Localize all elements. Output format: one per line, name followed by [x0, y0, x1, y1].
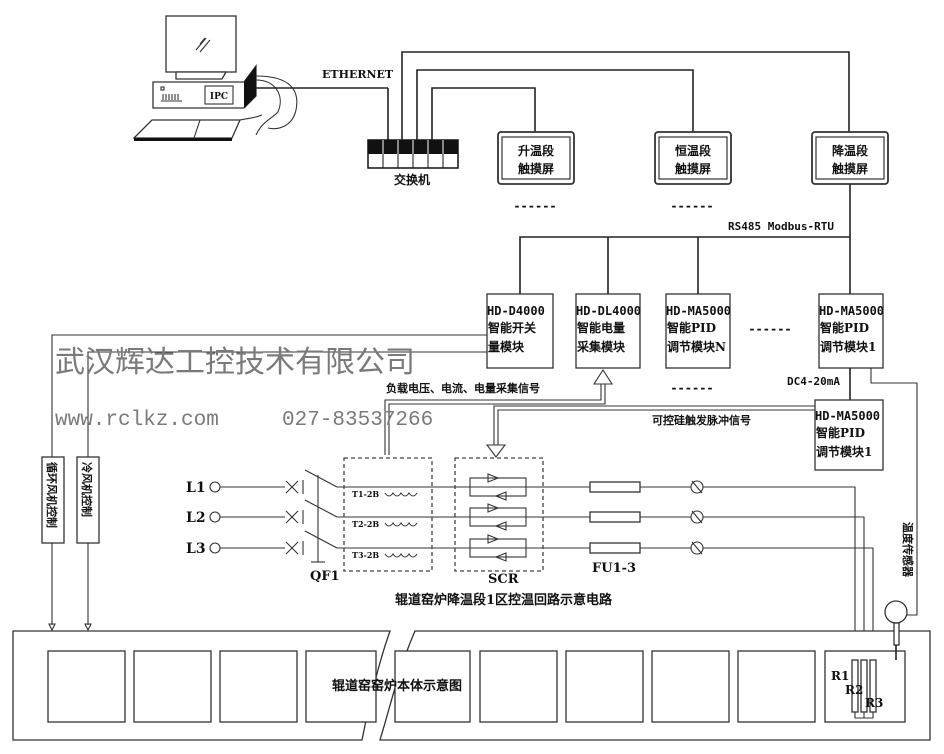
scr-thyristors — [469, 473, 527, 562]
svg-text:T1-2B: T1-2B — [352, 489, 379, 499]
trigger-signal-arrow — [485, 405, 815, 458]
svg-text:智能开关: 智能开关 — [487, 320, 536, 335]
heater-r2-label: R2 — [845, 683, 863, 697]
svg-text:T2-2B: T2-2B — [352, 519, 379, 529]
temp-sensor-wire — [870, 368, 918, 616]
link-to-cooling-screen — [401, 51, 850, 140]
svg-text:触摸屏: 触摸屏 — [675, 161, 711, 176]
svg-text:升温段: 升温段 — [518, 143, 555, 158]
heater-r1-label: R1 — [831, 669, 849, 683]
collect-signal-label: 负载电压、电流、电量采集信号 — [386, 381, 540, 395]
watermark-website: www.rclkz.com — [55, 409, 219, 432]
ellipsis-modules-2: ------ — [670, 381, 713, 395]
svg-text:触摸屏: 触摸屏 — [518, 161, 554, 176]
module-pid-1-trigger[interactable]: HD-MA5000 智能PID 调节模块1 — [814, 399, 884, 471]
touchscreen-cooling[interactable]: 降温段 触摸屏 — [811, 131, 889, 185]
ipc-label: IPC — [210, 92, 228, 102]
heater-elements — [851, 659, 877, 719]
svg-text:HD-MA5000: HD-MA5000 — [815, 409, 880, 423]
svg-text:调节模块1: 调节模块1 — [820, 339, 876, 354]
svg-text:HD-DL4000: HD-DL4000 — [576, 304, 641, 318]
svg-text:智能电量: 智能电量 — [576, 320, 625, 335]
svg-text:触摸屏: 触摸屏 — [832, 161, 868, 176]
module-power-dl4000[interactable]: HD-DL4000 智能电量 采集模块 — [575, 293, 641, 369]
svg-text:循环风机控制: 循环风机控制 — [45, 462, 59, 528]
svg-text:智能PID: 智能PID — [666, 320, 716, 335]
svg-text:HD-D4000: HD-D4000 — [487, 304, 545, 318]
fuse-label: FU1-3 — [592, 561, 636, 576]
dc-label: DC4-20mA — [787, 375, 840, 388]
temp-sensor-label: 温度传感器 — [901, 522, 915, 578]
module-pid-1[interactable]: HD-MA5000 智能PID 调节模块1 — [818, 293, 884, 369]
svg-text:量模块: 量模块 — [488, 339, 525, 354]
scr-label: SCR — [488, 572, 519, 587]
ellipsis-heating: ------ — [513, 199, 556, 213]
svg-text:降温段: 降温段 — [832, 143, 869, 158]
svg-text:智能PID: 智能PID — [815, 425, 865, 440]
link-to-constant-screen — [416, 69, 694, 140]
link-to-heating-screen — [431, 87, 536, 140]
ellipsis-constant: ------ — [670, 199, 713, 213]
fan-control-circulation[interactable]: 循环风机控制 — [41, 456, 65, 544]
svg-text:L2: L2 — [186, 510, 206, 526]
heater-r3-label: R3 — [865, 696, 883, 710]
trigger-signal-label: 可控硅触发脉冲信号 — [652, 413, 751, 427]
svg-text:HD-MA5000: HD-MA5000 — [666, 304, 731, 318]
svg-text:采集模块: 采集模块 — [576, 339, 626, 354]
switch-label: 交换机 — [394, 172, 430, 187]
svg-text:L3: L3 — [186, 541, 206, 557]
touchscreen-heating[interactable]: 升温段 触摸屏 — [497, 131, 575, 185]
kiln-body — [12, 630, 931, 741]
svg-text:HD-MA5000: HD-MA5000 — [819, 304, 884, 318]
ellipsis-modules: ------ — [748, 322, 791, 336]
svg-text:T3-2B: T3-2B — [352, 550, 379, 560]
module-pid-n[interactable]: HD-MA5000 智能PID 调节模块N — [665, 293, 731, 369]
breaker-label: QF1 — [310, 569, 340, 584]
touchscreen-constant[interactable]: 恒温段 触摸屏 — [654, 131, 732, 185]
rs485-label: RS485 Modbus-RTU — [728, 220, 834, 233]
collect-signal-arrow — [384, 368, 614, 455]
watermark-phone: 027-83537266 — [282, 409, 433, 432]
network-switch-icon — [367, 139, 459, 169]
circuit-title: 辊道窑炉降温段1区控温回路示意电路 — [395, 592, 613, 608]
fan-control-cooling[interactable]: 冷风机控制 — [76, 456, 100, 544]
module-switch-d4000[interactable]: HD-D4000 智能开关 量模块 — [486, 293, 554, 369]
svg-text:冷风机控制: 冷风机控制 — [80, 462, 94, 517]
ethernet-label: ETHERNET — [322, 68, 394, 81]
svg-text:调节模块N: 调节模块N — [667, 339, 726, 354]
svg-text:恒温段: 恒温段 — [675, 143, 712, 158]
three-phase-circuit: L1 L2 L3 QF1 T1-2B T2-2B T3-2B — [186, 457, 874, 660]
temperature-sensor-icon — [884, 600, 908, 660]
ipc-computer-icon: IPC — [132, 15, 298, 141]
svg-text:调节模块1: 调节模块1 — [816, 444, 872, 459]
kiln-label: 辊道窑窑炉本体示意图 — [332, 678, 462, 694]
watermark-company: 武汉辉达工控技术有限公司 — [55, 345, 415, 380]
svg-text:智能PID: 智能PID — [819, 320, 869, 335]
svg-text:L1: L1 — [186, 480, 206, 496]
